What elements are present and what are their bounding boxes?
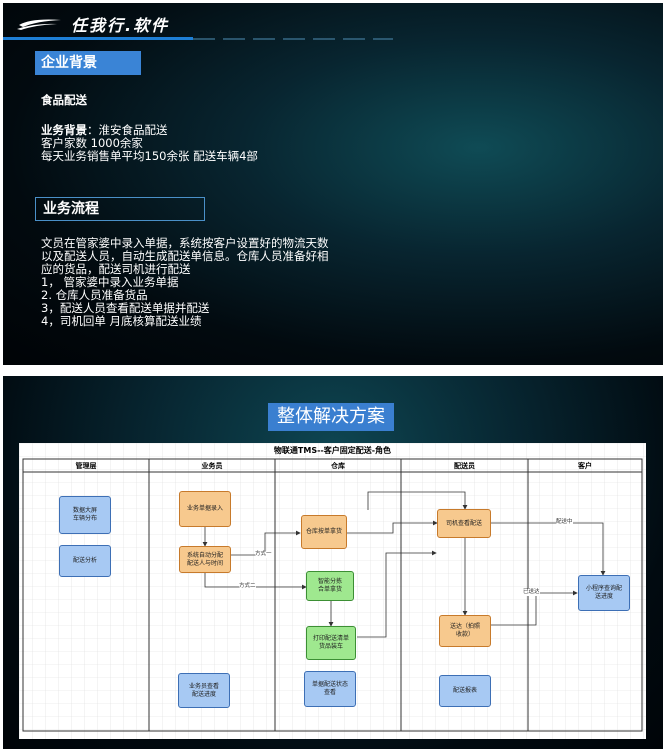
- process-step: 2. 仓库人员准备货品: [41, 288, 148, 302]
- node-smart-sort: 智能分拣 合单拿货: [306, 571, 354, 601]
- section-title-background: 企业背景: [35, 51, 141, 75]
- node-sales-view-progress: 业务员查看 配送进度: [178, 673, 230, 708]
- swimlane-diagram: 物联通TMS--客户固定配送-角色 管理层 业务员 仓库 配送员 客户 数据大屏…: [19, 443, 646, 739]
- process-step: 3，配送人员查看配送单据并配送: [41, 301, 210, 315]
- node-miniapp-query: 小程序查询配 送进度: [578, 575, 630, 611]
- solution-title: 整体解决方案: [268, 403, 394, 431]
- process-step: 4，司机回单 月底核算配送业绩: [41, 314, 202, 328]
- lane-header-warehouse: 仓库: [331, 462, 345, 470]
- lane-header-management: 管理层: [75, 462, 97, 470]
- node-auto-assign: 系统自动分配 配送人与时间: [179, 546, 231, 573]
- node-data-dashboard: 数据大屏 车辆分布: [59, 496, 111, 534]
- node-delivery-analysis: 配送分析: [59, 545, 111, 577]
- node-delivery-report: 配送报表: [439, 675, 491, 707]
- node-delivered-photo: 送达（拍照 收款）: [439, 615, 491, 647]
- slide-overall-solution: 整体解决方案: [3, 376, 663, 749]
- business-background-line: 业务背景：淮安食品配送: [41, 124, 168, 137]
- node-driver-view: 司机查看配送: [437, 509, 491, 538]
- node-order-entry: 业务单据录入: [179, 491, 231, 527]
- node-status-view: 单据配送状态 查看: [304, 671, 356, 707]
- node-print-load: 打印配送清单 货品装车: [306, 626, 356, 660]
- logo-swoosh-icon: [17, 17, 63, 31]
- edge-label-delivered: 已送达: [523, 589, 540, 596]
- business-background-value: ：淮安食品配送: [87, 123, 168, 137]
- header-divider: [3, 37, 663, 41]
- edge-label-in-delivery: 配送中: [556, 519, 573, 526]
- lane-header-driver: 配送员: [454, 462, 475, 470]
- logo-text: 任我行.软件: [71, 16, 170, 35]
- business-subtitle: 食品配送: [41, 93, 87, 107]
- slide-enterprise-background: 任我行.软件 企业背景 食品配送 业务背景：淮安食品配送 客户家数 1000余家…: [3, 3, 663, 365]
- lane-header-salesperson: 业务员: [201, 462, 223, 470]
- process-step: 1， 管家婆中录入业务单据: [41, 275, 179, 289]
- lane-header-customer: 客户: [578, 462, 592, 470]
- flow-description-line: 文员在管家婆中录入单据，系统按客户设置好的物流天数: [41, 236, 329, 250]
- node-warehouse-pick: 仓库按单拿货: [301, 515, 347, 549]
- flow-description-line: 应的货品，配送司机进行配送: [41, 262, 191, 276]
- business-background-label: 业务背景: [41, 123, 87, 137]
- edge-label-method1: 方式一: [255, 551, 272, 558]
- daily-stats: 每天业务销售单平均150余张 配送车辆4部: [41, 149, 258, 163]
- section-title-process: 业务流程: [35, 197, 205, 221]
- brand-logo: 任我行.软件: [17, 12, 169, 36]
- flow-description-line: 以及配送人员，自动生成配送单信息。仓库人员准备好相: [41, 249, 329, 263]
- edge-label-method2: 方式二: [239, 583, 256, 590]
- diagram-title: 物联通TMS--客户固定配送-角色: [273, 446, 392, 455]
- customer-count: 客户家数 1000余家: [41, 136, 143, 150]
